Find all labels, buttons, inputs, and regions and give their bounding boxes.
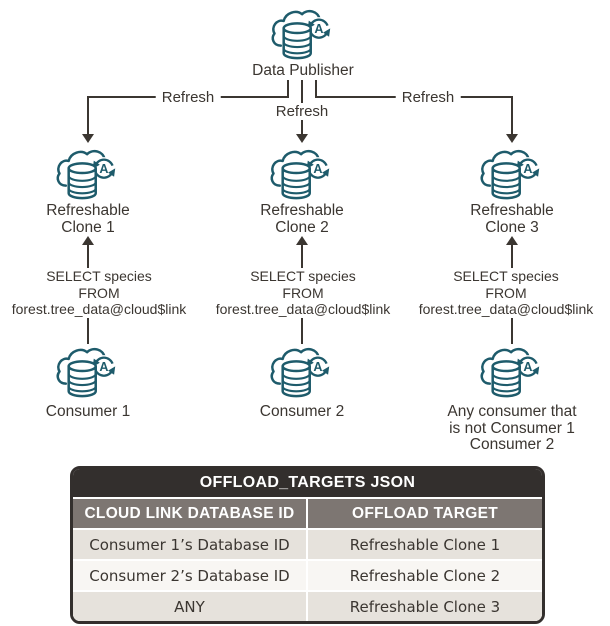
query-text-1: SELECT species FROM forest.tree_data@clo… bbox=[0, 268, 209, 318]
column-header-cloud-link-database-id: CLOUD LINK DATABASE ID bbox=[73, 499, 306, 528]
any-consumer-label-line1: Any consumer that bbox=[447, 403, 577, 420]
query-arrowhead-3 bbox=[506, 236, 518, 245]
table-cell-r3c2: Refreshable Clone 3 bbox=[308, 592, 542, 621]
table-cell-r1c1: Consumer 1’s Database ID bbox=[73, 530, 306, 559]
clone-1-label-line2: Clone 1 bbox=[61, 218, 115, 236]
data-publisher-icon bbox=[271, 9, 332, 60]
clone-2-label-line1: Refreshable bbox=[260, 202, 344, 219]
query-line3: forest.tree_data@cloud$link bbox=[215, 301, 391, 317]
publisher-stub-right bbox=[315, 80, 317, 98]
publisher-stub-left bbox=[287, 80, 289, 98]
query-line1: SELECT species bbox=[453, 268, 559, 284]
table-cell-r1c2: Refreshable Clone 1 bbox=[308, 530, 542, 559]
data-publisher-label: Data Publisher bbox=[252, 62, 354, 79]
clone-1-label-line1: Refreshable bbox=[46, 202, 130, 219]
any-consumer-label-line3: Consumer 2 bbox=[469, 436, 555, 453]
consumer-2-label: Consumer 2 bbox=[222, 403, 382, 421]
refresh-label-center: Refresh bbox=[269, 103, 335, 120]
refresh-drop-right bbox=[511, 96, 513, 134]
query-line2: FROM bbox=[78, 284, 120, 301]
refresh-label-left: Refresh bbox=[155, 89, 221, 106]
clone-3-label-line2: Clone 3 bbox=[485, 218, 539, 236]
consumer-1-icon bbox=[56, 347, 117, 398]
query-line1: SELECT species bbox=[250, 268, 356, 284]
consumer-2-icon bbox=[270, 347, 331, 398]
consumer-1-label-line1: Consumer 1 bbox=[45, 403, 131, 420]
query-line-bottom-2 bbox=[301, 318, 303, 344]
refreshable-clone-3-icon bbox=[480, 149, 541, 200]
refreshable-clone-1-label: Refreshable Clone 1 bbox=[8, 202, 168, 236]
refreshable-clone-1-icon bbox=[56, 149, 117, 200]
table-cell-r3c1: ANY bbox=[73, 592, 306, 621]
query-line2: FROM bbox=[282, 284, 324, 301]
query-text-3: SELECT species FROM forest.tree_data@clo… bbox=[396, 268, 610, 318]
refreshable-clone-2-icon bbox=[270, 149, 331, 200]
any-consumer-icon bbox=[480, 347, 541, 398]
query-arrowhead-1 bbox=[82, 236, 94, 245]
query-line-bottom-3 bbox=[511, 318, 513, 344]
table-title: OFFLOAD_TARGETS JSON bbox=[73, 469, 542, 499]
query-text-2: SELECT species FROM forest.tree_data@clo… bbox=[193, 268, 413, 318]
clone-2-label-line2: Clone 2 bbox=[275, 218, 329, 236]
query-line-top-1 bbox=[87, 245, 89, 269]
query-line3: forest.tree_data@cloud$link bbox=[11, 301, 187, 317]
query-line1: SELECT species bbox=[46, 268, 152, 284]
clone-3-label-line1: Refreshable bbox=[470, 202, 554, 219]
consumer-2-label-line1: Consumer 2 bbox=[259, 403, 345, 420]
refreshable-clone-3-label: Refreshable Clone 3 bbox=[432, 202, 592, 236]
query-line-top-2 bbox=[301, 245, 303, 269]
offload-targets-table: OFFLOAD_TARGETS JSON CLOUD LINK DATABASE… bbox=[70, 466, 545, 624]
query-line2: FROM bbox=[485, 284, 527, 301]
query-line-bottom-1 bbox=[87, 318, 89, 344]
refresh-arrowhead-center bbox=[296, 134, 308, 143]
refresh-label-right: Refresh bbox=[395, 89, 461, 106]
consumer-1-label: Consumer 1 bbox=[8, 403, 168, 421]
query-line-top-3 bbox=[511, 245, 513, 269]
refresh-drop-left bbox=[87, 96, 89, 134]
refresh-arrowhead-left bbox=[82, 134, 94, 143]
refreshable-clone-2-label: Refreshable Clone 2 bbox=[222, 202, 382, 236]
table-grid: CLOUD LINK DATABASE ID OFFLOAD TARGET Co… bbox=[73, 499, 542, 621]
column-header-offload-target: OFFLOAD TARGET bbox=[308, 499, 542, 528]
table-cell-r2c2: Refreshable Clone 2 bbox=[308, 561, 542, 590]
any-consumer-label-line2: is not Consumer 1 bbox=[449, 419, 575, 437]
query-line3: forest.tree_data@cloud$link bbox=[418, 301, 594, 317]
refresh-arrowhead-right bbox=[506, 134, 518, 143]
any-consumer-label: Any consumer that is not Consumer 1 Cons… bbox=[432, 403, 592, 454]
query-arrowhead-2 bbox=[296, 236, 308, 245]
table-cell-r2c1: Consumer 2’s Database ID bbox=[73, 561, 306, 590]
